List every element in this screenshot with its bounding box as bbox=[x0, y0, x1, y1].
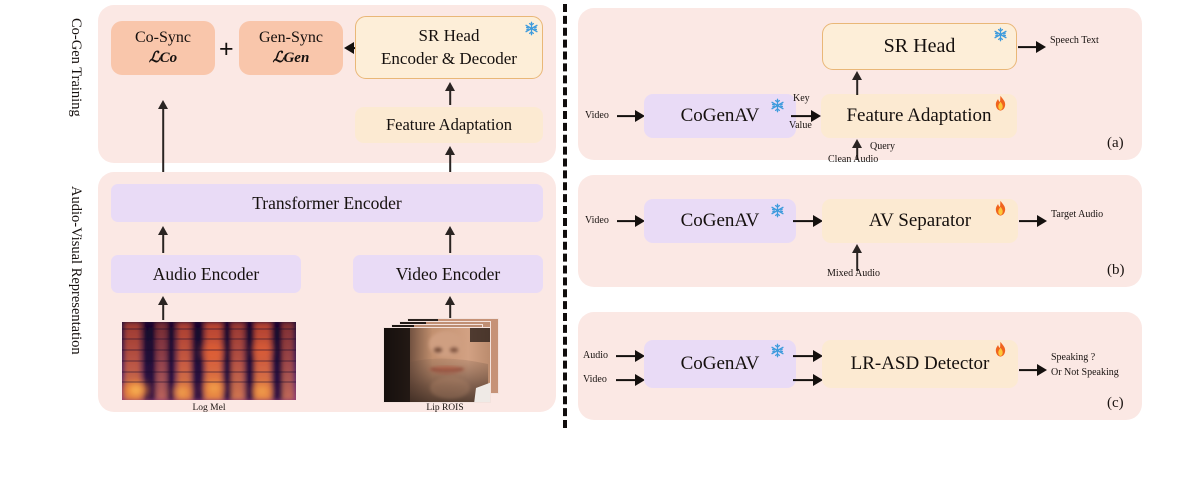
panel-b-arrow-cogenav-to-separator bbox=[793, 215, 823, 227]
audio-encoder-box: Audio Encoder bbox=[111, 255, 301, 293]
panel-c-input-video-label: Video bbox=[583, 374, 607, 385]
side-label-av-representation: Audio-Visual Representation bbox=[68, 186, 84, 355]
panel-b-arrow-video-to-cogenav bbox=[617, 215, 645, 227]
arrow-logmel-to-audioenc bbox=[156, 296, 170, 320]
section-divider bbox=[563, 4, 567, 428]
panel-a-cogenav-label: CoGenAV bbox=[680, 104, 760, 126]
panel-a-feature-adaptation-label: Feature Adaptation bbox=[846, 104, 992, 126]
panel-b-av-separator-box: AV Separator bbox=[822, 199, 1018, 243]
panel-a-value-label: Value bbox=[789, 120, 812, 131]
loss-plus-sign: + bbox=[219, 35, 234, 63]
arrow-encoder-to-cosync bbox=[156, 100, 170, 180]
arrow-videoenc-to-transformer bbox=[443, 226, 457, 253]
panel-a-query-label: Query bbox=[870, 141, 895, 152]
panel-a-input-video-label: Video bbox=[585, 110, 609, 121]
panel-a-arrow-cogenav-to-adapter bbox=[791, 110, 821, 122]
panel-a-key-label: Key bbox=[793, 93, 810, 104]
transformer-encoder-label: Transformer Encoder bbox=[252, 192, 402, 213]
log-mel-spectrogram-image bbox=[122, 322, 296, 400]
panel-b-cogenav-label: CoGenAV bbox=[680, 209, 760, 231]
loss-gen-sync-symbol: ℒGen bbox=[272, 49, 310, 66]
arrow-audioenc-to-transformer bbox=[156, 226, 170, 253]
panel-c-arrow-audio-to-cogenav bbox=[616, 350, 645, 362]
panel-a-arrow-srhead-to-output bbox=[1018, 41, 1046, 53]
panel-b-output-label: Target Audio bbox=[1051, 209, 1104, 220]
transformer-encoder-box: Transformer Encoder bbox=[111, 184, 543, 222]
feature-adaptation-label: Feature Adaptation bbox=[385, 115, 512, 135]
panel-a-marker: (a) bbox=[1107, 135, 1124, 151]
panel-a-sr-head-label: SR Head bbox=[883, 34, 956, 57]
panel-c-output-line2: Or Not Speaking bbox=[1051, 367, 1119, 378]
panel-c-cogenav-box: CoGenAV bbox=[644, 340, 796, 388]
panel-a-arrow-cleanaudio-to-adapter bbox=[850, 139, 864, 160]
feature-adaptation-box-train: Feature Adaptation bbox=[355, 107, 543, 143]
panel-c-marker: (c) bbox=[1107, 395, 1124, 411]
loss-co-sync-symbol: ℒCo bbox=[148, 49, 178, 66]
panel-c-lr-asd-detector-box: LR-ASD Detector bbox=[822, 340, 1018, 388]
video-encoder-box: Video Encoder bbox=[353, 255, 543, 293]
panel-c-arrow-cogenav-to-detector-bottom bbox=[793, 374, 823, 386]
lip-roi-frame-front bbox=[383, 327, 491, 403]
panel-a-clean-audio-label: Clean Audio bbox=[828, 154, 879, 165]
panel-c-cogenav-label: CoGenAV bbox=[680, 352, 760, 374]
sr-head-box: SR Head Encoder & Decoder bbox=[355, 16, 543, 79]
log-mel-caption: Log Mel bbox=[192, 403, 226, 413]
panel-a-feature-adaptation-box: Feature Adaptation bbox=[821, 94, 1017, 138]
snowflake-icon-panel-a-srhead bbox=[994, 27, 1007, 42]
lip-rois-caption: Lip ROIS bbox=[426, 403, 464, 413]
sr-head-title: SR Head bbox=[418, 25, 480, 45]
panel-a-sr-head-box: SR Head bbox=[822, 23, 1017, 70]
panel-c-arrow-cogenav-to-detector-top bbox=[793, 350, 823, 362]
panel-c-arrow-video-to-cogenav bbox=[616, 374, 645, 386]
loss-gen-sync-title: Gen-Sync bbox=[259, 28, 323, 46]
snowflake-icon-panel-b-cogenav bbox=[771, 203, 784, 218]
panel-c-input-audio-label: Audio bbox=[583, 350, 608, 361]
panel-a-arrow-adapter-to-srhead bbox=[850, 71, 864, 95]
loss-co-sync-box: Co-Sync ℒCo bbox=[111, 21, 215, 75]
panel-c-output-line1: Speaking ? bbox=[1051, 352, 1096, 363]
snowflake-icon-panel-a-cogenav bbox=[771, 98, 784, 113]
panel-b-arrow-separator-to-output bbox=[1019, 215, 1047, 227]
panel-b-arrow-mixedaudio-to-separator bbox=[850, 244, 864, 271]
panel-b-marker: (b) bbox=[1107, 262, 1125, 278]
panel-b-av-separator-label: AV Separator bbox=[868, 209, 972, 231]
lip-rois-image-stack bbox=[383, 318, 507, 403]
panel-a-cogenav-box: CoGenAV bbox=[644, 94, 796, 138]
loss-co-sync-title: Co-Sync bbox=[135, 28, 191, 46]
arrow-encoder-to-featureadapt bbox=[443, 146, 457, 179]
panel-b-input-video-label: Video bbox=[585, 215, 609, 226]
flame-icon-panel-c-detector bbox=[995, 341, 1006, 357]
panel-a-arrow-video-to-cogenav bbox=[617, 110, 645, 122]
panel-b-cogenav-box: CoGenAV bbox=[644, 199, 796, 243]
panel-b-mixed-audio-label: Mixed Audio bbox=[827, 268, 881, 279]
snowflake-icon-sr-head bbox=[525, 21, 538, 36]
side-label-cogen-training: Co-Gen Training bbox=[68, 18, 84, 117]
video-encoder-label: Video Encoder bbox=[395, 263, 501, 284]
flame-icon-panel-b-separator bbox=[995, 200, 1006, 216]
arrow-liprois-to-videoenc bbox=[443, 296, 457, 320]
panel-c-lr-asd-detector-label: LR-ASD Detector bbox=[850, 352, 990, 374]
snowflake-icon-panel-c-cogenav bbox=[771, 343, 784, 358]
loss-gen-sync-box: Gen-Sync ℒGen bbox=[239, 21, 343, 75]
flame-icon-panel-a-adapter bbox=[995, 95, 1006, 111]
panel-a-output-label: Speech Text bbox=[1050, 35, 1099, 46]
audio-encoder-label: Audio Encoder bbox=[152, 263, 260, 284]
arrow-fa-to-srhead bbox=[443, 82, 457, 105]
panel-c-arrow-detector-to-output bbox=[1019, 364, 1047, 376]
sr-head-subtitle: Encoder & Decoder bbox=[381, 49, 517, 68]
